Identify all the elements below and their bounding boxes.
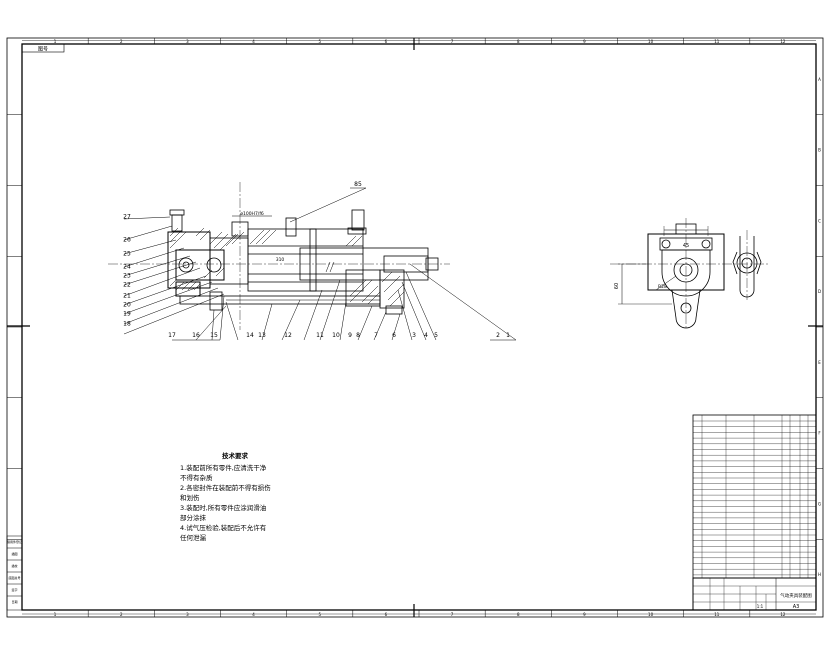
- strip-label: 借用件登记: [7, 539, 22, 544]
- zone-column-label: 10: [648, 612, 654, 617]
- zone-column-label: 1: [54, 39, 57, 44]
- zone-row-label: H: [818, 572, 821, 577]
- zone-column-label: 3: [186, 39, 189, 44]
- zone-column-label: 8: [517, 612, 520, 617]
- zone-column-label: 4: [252, 39, 255, 44]
- zone-column-label: 12: [780, 39, 786, 44]
- strip-label: 描图: [11, 551, 17, 556]
- zone-column-label: 6: [385, 612, 388, 617]
- callout-label: 26: [123, 237, 131, 244]
- zone-column-label: 11: [714, 39, 720, 44]
- zone-column-label: 3: [186, 612, 189, 617]
- zone-row-label: B: [818, 148, 821, 153]
- zone-column-label: 5: [318, 39, 321, 44]
- callout-label: 20: [123, 302, 131, 309]
- notes-line: 2.各密封件在装配前不得有损伤: [180, 484, 271, 492]
- notes-line: 1.装配前所有零件,应清洗干净: [180, 464, 267, 472]
- strip-label: 描校: [11, 563, 17, 568]
- callout-label: 7: [374, 332, 378, 339]
- drawing-name: 气动夹具装配图: [780, 592, 812, 599]
- callout-label: 21: [123, 293, 131, 300]
- notes-line: 3.装配时,所有零件应涂润滑油: [180, 504, 267, 512]
- callout-label: 27: [123, 214, 131, 221]
- side-view: [610, 218, 770, 330]
- notes-line: 不得有杂质: [180, 474, 213, 482]
- zone-column-label: 9: [583, 39, 586, 44]
- zone-column-label: 10: [648, 39, 654, 44]
- callout-label: 22: [123, 282, 131, 289]
- callout-label: 3: [412, 332, 416, 339]
- main-section-view: [108, 182, 450, 330]
- corner-label: 图号: [38, 47, 48, 53]
- callout-label: 13: [258, 332, 266, 339]
- zone-row-label: A: [818, 77, 821, 82]
- callout-label: 23: [123, 273, 131, 280]
- callout-label: 15: [210, 332, 218, 339]
- zone-row-label: E: [818, 360, 821, 365]
- notes-line: 和划伤: [180, 494, 200, 502]
- zone-row-label: G: [818, 501, 821, 506]
- zone-row-label: C: [818, 218, 821, 223]
- fit-dimension-label: ø100H7/f6: [240, 211, 264, 217]
- technical-requirements: 技术要求 1.装配前所有零件,应清洗干净 不得有杂质 2.各密封件在装配前不得有…: [180, 451, 290, 543]
- left-registration-strip: [6, 535, 23, 611]
- callout-label: 18: [123, 321, 131, 328]
- rod-dimension-label: 310: [276, 257, 285, 263]
- zone-column-label: 7: [451, 612, 454, 617]
- zone-column-label: 1: [54, 612, 57, 617]
- callout-label: 25: [123, 251, 131, 258]
- callout-label: 19: [123, 311, 131, 318]
- callout-label: 24: [123, 264, 131, 271]
- zone-column-label: 9: [583, 612, 586, 617]
- sheet-size: A3: [793, 604, 800, 610]
- callout-label: 5: [434, 332, 438, 339]
- side-width-label: 45: [683, 243, 689, 249]
- zone-column-label: 2: [120, 612, 123, 617]
- callout-label: 6: [392, 332, 396, 339]
- leader-lines: [123, 187, 517, 341]
- parts-list-table: [692, 414, 817, 579]
- zone-column-label: 6: [385, 39, 388, 44]
- corner-label-box: [21, 43, 65, 53]
- zone-row-label: D: [818, 289, 821, 294]
- callout-label: 10: [332, 332, 340, 339]
- callout-label: 85: [354, 181, 362, 188]
- notes-line: 任何泄漏: [180, 534, 206, 542]
- zone-column-label: 4: [252, 612, 255, 617]
- callout-label: 9: [348, 332, 352, 339]
- zone-column-label: 12: [780, 612, 786, 617]
- zone-column-label: 8: [517, 39, 520, 44]
- strip-label: 底图总号: [8, 575, 20, 580]
- title-block: [692, 577, 817, 611]
- callout-label: 17: [168, 332, 176, 339]
- callout-label: 2: [496, 332, 500, 339]
- callout-label: 12: [284, 332, 292, 339]
- callout-label: 1: [506, 332, 510, 339]
- strip-label: 日期: [11, 599, 17, 604]
- zone-column-label: 2: [120, 39, 123, 44]
- notes-line: 部分涂抹: [180, 514, 206, 522]
- zone-column-label: 11: [714, 612, 720, 617]
- side-height-label: 60: [614, 283, 620, 289]
- notes-title: 技术要求: [222, 452, 248, 460]
- drawing-scale: 1:1: [757, 604, 764, 609]
- zone-column-label: 5: [318, 612, 321, 617]
- callout-label: 11: [316, 332, 324, 339]
- outer-border: [6, 37, 824, 618]
- zone-row-label: F: [818, 431, 821, 436]
- zone-column-label: 7: [451, 39, 454, 44]
- strip-label: 签字: [11, 587, 17, 592]
- notes-line: 4.试气压检验,装配后不允许有: [180, 524, 267, 532]
- side-radius-label: R28: [658, 284, 667, 290]
- callout-label: 4: [424, 332, 428, 339]
- callout-label: 14: [246, 332, 254, 339]
- callout-label: 8: [356, 332, 360, 339]
- callout-label: 16: [192, 332, 200, 339]
- section-hatching: [169, 227, 405, 307]
